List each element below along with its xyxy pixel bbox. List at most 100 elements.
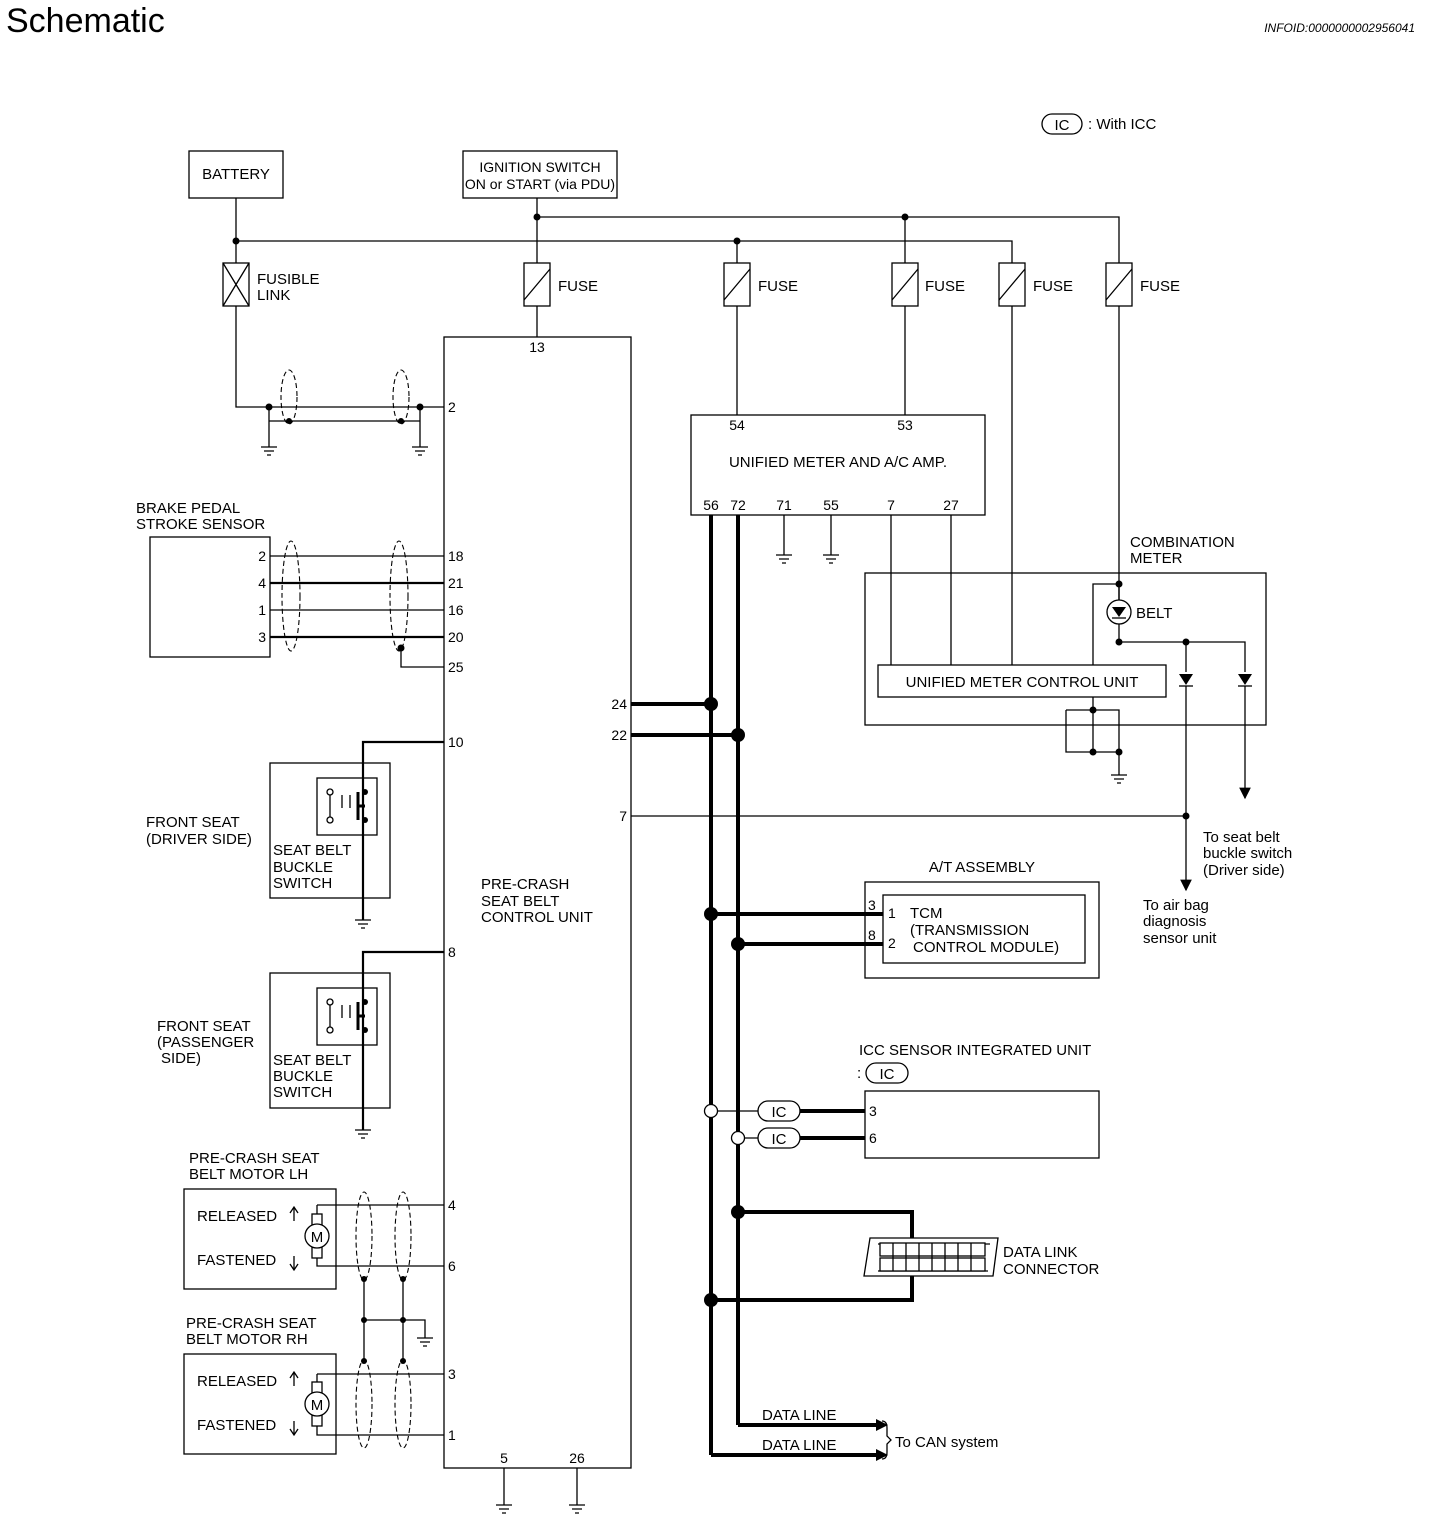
svg-text:SEAT BELT: SEAT BELT — [273, 842, 351, 859]
svg-text:STROKE SENSOR: STROKE SENSOR — [136, 516, 265, 533]
svg-text:FUSE: FUSE — [558, 278, 598, 295]
svg-text:FASTENED: FASTENED — [197, 1252, 276, 1269]
shield — [394, 1191, 412, 1281]
svg-text:UNIFIED METER AND A/C AMP.: UNIFIED METER AND A/C AMP. — [729, 454, 947, 471]
svg-text:To air bag: To air bag — [1143, 897, 1209, 914]
pin-pc-22: 22 — [611, 727, 627, 743]
ic-tag: IC — [757, 1100, 801, 1122]
ic-tag — [865, 1062, 909, 1084]
pin-pc-10: 10 — [448, 734, 464, 750]
fuse-2: FUSE — [723, 262, 798, 307]
pin-pc-8: 8 — [448, 944, 456, 960]
pin-pc-16: 16 — [448, 602, 464, 618]
legend: IC : With ICC — [1041, 113, 1157, 135]
brake-pedal-stroke-sensor: BRAKE PEDAL STROKE SENSOR 2 4 1 3 — [136, 500, 271, 658]
svg-text:METER: METER — [1130, 550, 1183, 567]
shield — [389, 540, 409, 652]
unified-meter-ac-amp: UNIFIED METER AND A/C AMP. 54 53 56 72 7… — [690, 414, 986, 516]
svg-text:SWITCH: SWITCH — [273, 1084, 332, 1101]
fuse-5: FUSE — [1105, 262, 1180, 307]
svg-text:56: 56 — [703, 497, 719, 513]
front-seat-driver-buckle-switch: FRONT SEAT (DRIVER SIDE) SEAT BELT BUCKL… — [146, 762, 391, 899]
svg-text:ICC SENSOR INTEGRATED UNIT: ICC SENSOR INTEGRATED UNIT — [859, 1042, 1091, 1059]
svg-text:3: 3 — [868, 897, 876, 913]
shield — [392, 369, 410, 425]
svg-text:UNIFIED METER CONTROL UNIT: UNIFIED METER CONTROL UNIT — [906, 674, 1139, 691]
front-seat-passenger-buckle-switch: FRONT SEAT (PASSENGER SIDE) SEAT BELT BU… — [157, 972, 391, 1109]
pin-pc-5: 5 — [500, 1450, 508, 1466]
svg-text:diagnosis: diagnosis — [1143, 913, 1206, 930]
svg-text:BATTERY: BATTERY — [202, 166, 270, 183]
svg-text:2: 2 — [888, 935, 896, 951]
svg-text:3: 3 — [258, 629, 266, 645]
svg-text:BELT MOTOR RH: BELT MOTOR RH — [186, 1331, 308, 1348]
shield — [281, 540, 301, 652]
svg-text:1: 1 — [888, 905, 896, 921]
pin-pc-20: 20 — [448, 629, 464, 645]
svg-text:FUSE: FUSE — [925, 278, 965, 295]
svg-text:FUSE: FUSE — [758, 278, 798, 295]
svg-text:72: 72 — [730, 497, 746, 513]
svg-text:sensor unit: sensor unit — [1143, 930, 1217, 947]
svg-text:1: 1 — [258, 602, 266, 618]
data-line-label: DATA LINE — [762, 1437, 836, 1454]
pre-crash-motor-lh: PRE-CRASH SEAT BELT MOTOR LH RELEASED FA… — [183, 1150, 444, 1290]
svg-text:FUSIBLE: FUSIBLE — [257, 271, 320, 288]
pin-pc-3: 3 — [448, 1366, 456, 1382]
svg-text:2: 2 — [258, 548, 266, 564]
svg-text:PRE-CRASH SEAT: PRE-CRASH SEAT — [189, 1150, 320, 1167]
pre-crash-motor-rh: PRE-CRASH SEAT BELT MOTOR RH RELEASED FA… — [183, 1315, 444, 1455]
pin-pc-2: 2 — [448, 399, 456, 415]
svg-text:LINK: LINK — [257, 287, 290, 304]
motor-icon: M — [311, 1397, 324, 1414]
fuse-1: FUSE — [523, 262, 598, 307]
unified-meter-control-unit: UNIFIED METER CONTROL UNIT — [877, 664, 1167, 698]
ground-symbol — [776, 554, 792, 564]
ignition-switch: IGNITION SWITCH ON or START (via PDU) — [462, 150, 618, 199]
motor-icon: M — [311, 1229, 324, 1246]
svg-text:FRONT SEAT: FRONT SEAT — [146, 814, 240, 831]
svg-text:FUSE: FUSE — [1140, 278, 1180, 295]
battery: BATTERY — [188, 150, 284, 199]
svg-text:PRE-CRASH: PRE-CRASH — [481, 876, 569, 893]
svg-text:(TRANSMISSION: (TRANSMISSION — [910, 922, 1029, 939]
pin-pc-26: 26 — [569, 1450, 585, 1466]
svg-text:SEAT BELT: SEAT BELT — [481, 893, 559, 910]
svg-text:CONTROL MODULE): CONTROL MODULE) — [913, 939, 1059, 956]
svg-text:CONNECTOR: CONNECTOR — [1003, 1261, 1100, 1278]
page-title: Schematic — [6, 2, 165, 40]
pin-pc-18: 18 — [448, 548, 464, 564]
svg-text:27: 27 — [943, 497, 959, 513]
legend-text: : With ICC — [1088, 116, 1157, 133]
to-can-system: To CAN system — [895, 1434, 998, 1451]
svg-text::: : — [857, 1065, 861, 1082]
ground-symbol — [417, 1337, 433, 1347]
pin-pc-13: 13 — [529, 339, 545, 355]
info-id: INFOID:0000000002956041 — [1264, 21, 1415, 35]
svg-text:(DRIVER SIDE): (DRIVER SIDE) — [146, 831, 252, 848]
ground-symbol — [496, 1504, 512, 1514]
svg-text:6: 6 — [869, 1130, 877, 1146]
svg-text:RELEASED: RELEASED — [197, 1373, 277, 1390]
ground-symbol — [412, 446, 428, 456]
pin-pc-24: 24 — [611, 696, 627, 712]
svg-text:(PASSENGER: (PASSENGER — [157, 1034, 254, 1051]
svg-text:54: 54 — [729, 417, 745, 433]
svg-text:8: 8 — [868, 927, 876, 943]
svg-text:FUSE: FUSE — [1033, 278, 1073, 295]
ground-symbol — [355, 919, 371, 929]
svg-text:RELEASED: RELEASED — [197, 1208, 277, 1225]
svg-text:IC: IC — [880, 1066, 895, 1083]
svg-text:(Driver side): (Driver side) — [1203, 862, 1285, 879]
svg-text:BELT: BELT — [1136, 605, 1172, 622]
ground-symbol — [1111, 774, 1127, 784]
belt-warning-lamp: BELT — [1106, 599, 1172, 625]
svg-text:53: 53 — [897, 417, 913, 433]
ground-symbol — [823, 554, 839, 564]
svg-text:FASTENED: FASTENED — [197, 1417, 276, 1434]
svg-text:BELT MOTOR LH: BELT MOTOR LH — [189, 1166, 308, 1183]
svg-text:3: 3 — [869, 1103, 877, 1119]
svg-text:IGNITION SWITCH: IGNITION SWITCH — [479, 159, 600, 175]
ic-tag: IC — [757, 1127, 801, 1149]
